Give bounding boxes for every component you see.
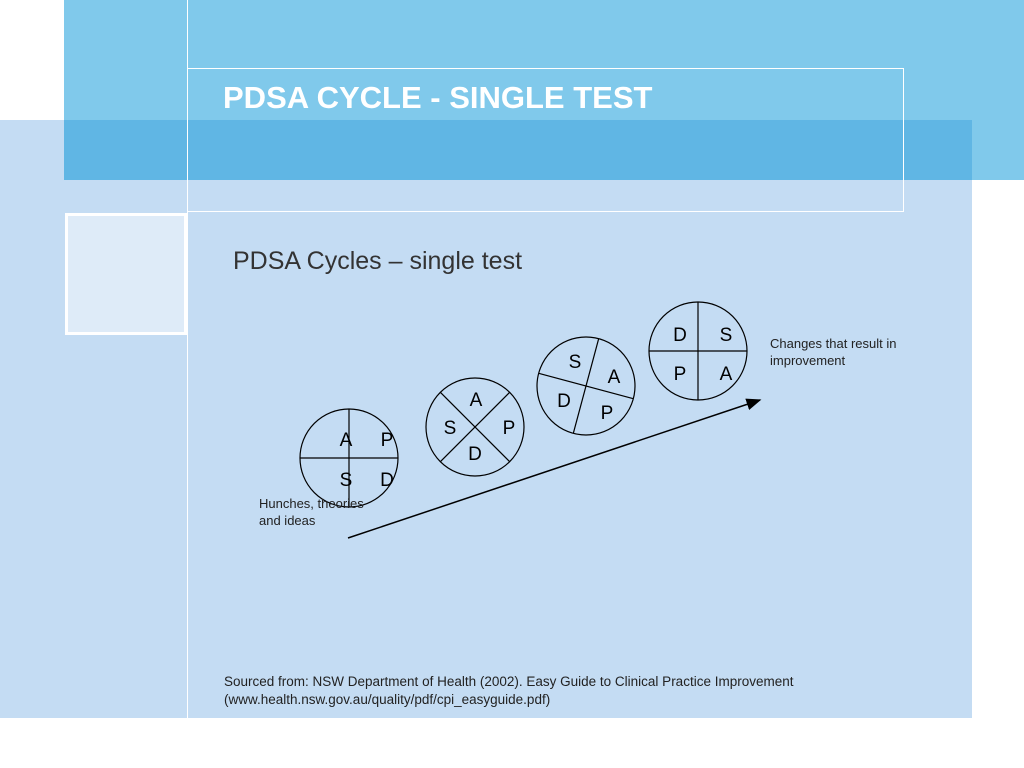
pdsa-cycle-3: S AP D — [536, 336, 636, 436]
cycle-divider — [538, 372, 634, 400]
cycle-label: P — [674, 364, 687, 385]
cycle-label: D — [468, 444, 482, 465]
cycle-label: A — [340, 430, 353, 451]
cycle-label: A — [470, 390, 483, 411]
cycle-label: A — [720, 364, 733, 385]
source-citation: Sourced from: NSW Department of Health (… — [224, 673, 793, 709]
improvement-arrow — [347, 398, 762, 539]
cycle-label: D — [380, 470, 394, 491]
cycle-divider — [439, 391, 511, 463]
pdsa-cycle-1: A PD S — [299, 408, 399, 508]
source-line-1: Sourced from: NSW Department of Health (… — [224, 674, 794, 689]
cycle-label: P — [503, 418, 516, 439]
cycle-label: S — [720, 325, 733, 346]
cycle-label: S — [569, 352, 582, 373]
pdsa-cycle-4: D SA P — [648, 301, 748, 401]
cycle-label: S — [340, 470, 353, 491]
cycle-circle — [425, 377, 525, 477]
header-band — [64, 120, 972, 180]
cycle-circle — [536, 336, 636, 436]
source-line-2: (www.health.nsw.gov.au/quality/pdf/cpi_e… — [224, 692, 551, 707]
cycle-label: A — [608, 367, 621, 388]
cycle-label: S — [444, 418, 457, 439]
cycle-label: P — [381, 430, 394, 451]
title-frame — [187, 68, 904, 212]
start-caption: Hunches, theories and ideas — [259, 496, 364, 528]
vertical-rule — [187, 0, 188, 718]
cycle-label: D — [673, 325, 687, 346]
side-square — [65, 213, 187, 335]
cycle-label: P — [601, 403, 614, 424]
slide-subtitle: PDSA Cycles – single test — [233, 247, 523, 275]
slide-title: PDSA CYCLE - SINGLE TEST — [223, 80, 653, 115]
cycle-label: D — [557, 391, 571, 412]
end-caption: Changes that result in improvement — [770, 336, 897, 368]
